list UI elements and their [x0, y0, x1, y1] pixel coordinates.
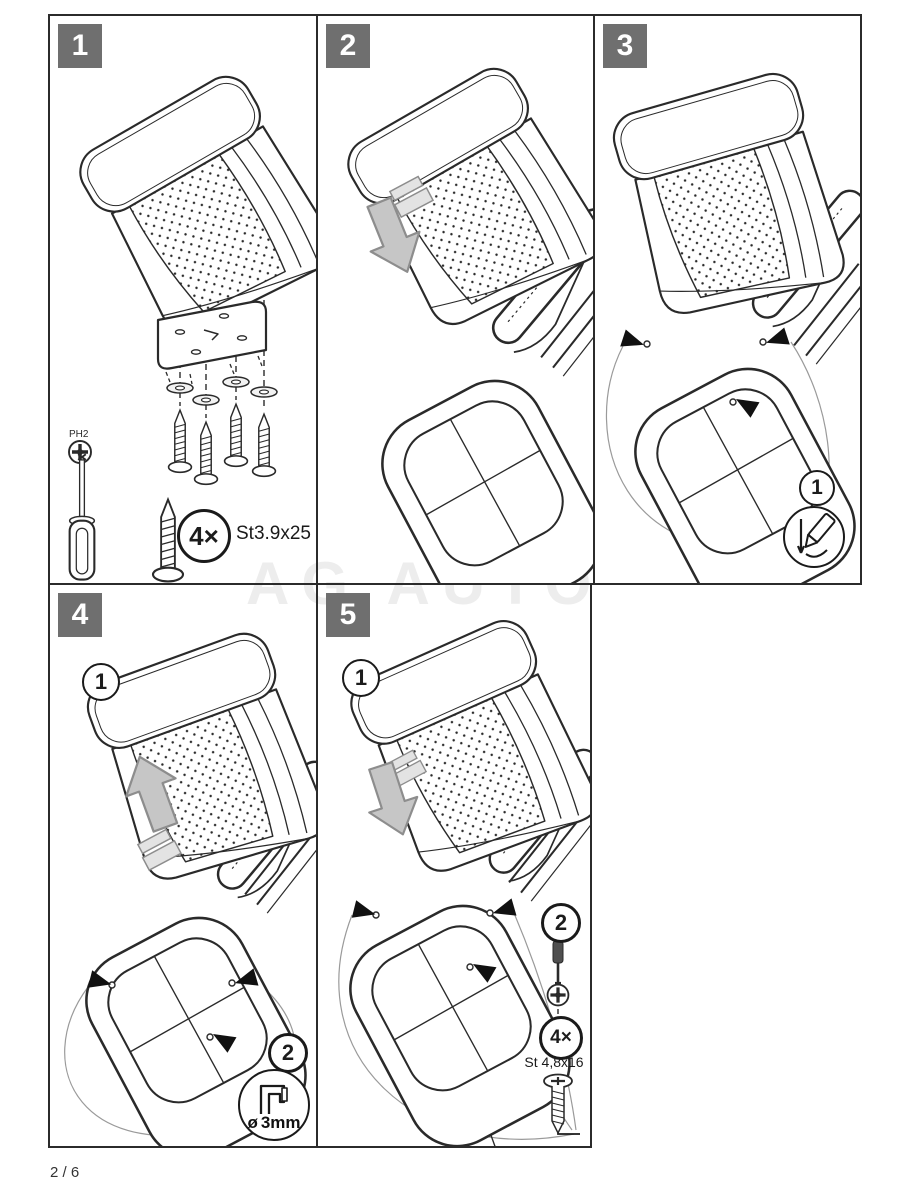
step-3-panel: 3 1: [593, 14, 862, 585]
screw-point: [372, 911, 380, 919]
drill-point: [206, 1033, 214, 1041]
washer-icon: [166, 382, 194, 394]
step1-illustration: [67, 66, 316, 583]
step-number-badge: 4: [58, 593, 102, 637]
mark-point: [759, 338, 767, 346]
armrest-drawing: [337, 58, 593, 343]
screw-point: [466, 963, 474, 971]
pointer-arrow-icon: [763, 327, 790, 352]
step-5-panel: 5 1 2 4× St 4,8x16: [316, 583, 592, 1148]
screwdriver-icon: [68, 453, 96, 581]
substep-callout: 1: [82, 663, 120, 701]
driver-size-label: PH2: [69, 429, 89, 440]
mark-positions-callout: [783, 506, 845, 568]
marker-pen-icon: [796, 513, 837, 558]
substep-callout: 2: [541, 903, 581, 943]
washer-icon: [222, 376, 250, 388]
quantity-callout: 4×: [539, 1016, 583, 1060]
substep-callout: 1: [342, 659, 380, 697]
drill-diameter-value: 3mm: [260, 1112, 301, 1132]
drill-diameter-symbol: ø: [247, 1112, 258, 1132]
step3-illustration: [595, 26, 860, 583]
washer-icon: [250, 386, 278, 398]
mark-point: [643, 340, 651, 348]
screw-icon: [167, 409, 193, 474]
quantity-callout: 4×: [177, 509, 231, 563]
screw-point: [486, 909, 494, 917]
armrest-drawing: [322, 594, 590, 906]
armrest-drawing: [595, 26, 860, 369]
substep-callout: 2: [268, 1033, 308, 1073]
screw-icon: [223, 403, 249, 468]
substep-callout: 1: [799, 470, 835, 506]
screwdriver-icon: [551, 939, 565, 985]
step-number-badge: 3: [603, 24, 647, 68]
pointer-arrow-icon: [351, 900, 378, 924]
screw-spec-label: St3.9x25: [236, 523, 311, 544]
screw-spec-label: St 4,8x16: [524, 1054, 584, 1070]
console-drawing: [363, 274, 593, 583]
mark-point: [729, 398, 737, 406]
washer-icon: [192, 394, 220, 406]
page-indicator: 2 / 6: [50, 1164, 80, 1181]
pointer-arrow-icon: [620, 329, 647, 354]
step-2-panel: 2: [316, 14, 595, 585]
drill-icon: [259, 1084, 289, 1114]
step-1-panel: 1 PH2 4× St3.9x25: [48, 14, 318, 585]
step-number-badge: 2: [326, 24, 370, 68]
drill-point: [108, 981, 116, 989]
armrest-drawing: [69, 66, 316, 351]
step-number-badge: 5: [326, 593, 370, 637]
screw-icon: [193, 421, 219, 486]
drill-point: [228, 979, 236, 987]
armrest-drawing: [50, 596, 316, 925]
step-number-badge: 1: [58, 24, 102, 68]
step2-illustration: [337, 58, 593, 583]
phillips-head-icon: [545, 982, 571, 1008]
screw-icon: [251, 413, 277, 478]
